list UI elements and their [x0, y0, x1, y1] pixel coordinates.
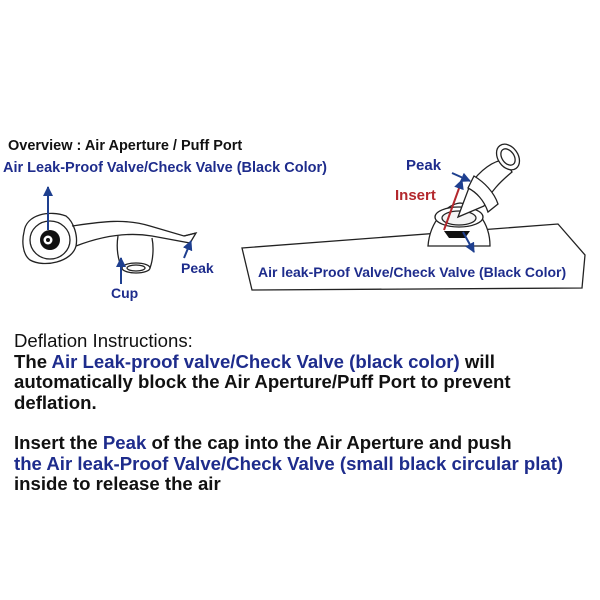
instructions-heading: Deflation Instructions: — [14, 330, 193, 351]
overview-title: Overview : Air Aperture / Puff Port — [8, 138, 242, 154]
overview-valve-label: Air Leak-Proof Valve/Check Valve (Black … — [3, 160, 327, 176]
detail-valve-arrow — [462, 231, 475, 253]
insert-arrow — [443, 179, 464, 231]
p2-text-e: inside to release the air — [14, 473, 221, 494]
deflation-instructions: Deflation Instructions: The Air Leak-pro… — [14, 330, 594, 495]
p1-text-a: The — [14, 350, 52, 372]
p2-text-c: of the cap into the Air Aperture and pus… — [146, 432, 512, 453]
cup-label: Cup — [111, 285, 138, 301]
p2-highlight-valve-line: the Air leak-Proof Valve/Check Valve (sm… — [14, 452, 564, 474]
detail-insert-label: Insert — [395, 187, 436, 204]
detail-peak-arrow — [451, 172, 471, 182]
instructions-paragraph-1: The Air Leak-proof valve/Check Valve (bl… — [14, 350, 594, 414]
puff-port-overview-illustration — [22, 212, 198, 274]
check-valve-disc — [40, 230, 60, 250]
instructions-paragraph-2: Insert the Peak of the cap into the Air … — [14, 432, 594, 454]
p2-highlight-peak: Peak — [102, 432, 147, 453]
p1-highlight-valve: Air Leak-proof valve/Check Valve (black … — [51, 350, 460, 372]
mattress-surface — [241, 223, 586, 291]
detail-peak-label: Peak — [406, 157, 442, 174]
overview-peak-label: Peak — [181, 260, 214, 276]
overview-peak-arrow — [182, 240, 193, 259]
p1-text-c: will automatically block the Air Apertur… — [14, 350, 511, 413]
detail-valve-label: Air leak-Proof Valve/Check Valve (Black … — [258, 264, 566, 280]
p2-text-a: Insert the — [14, 432, 103, 453]
